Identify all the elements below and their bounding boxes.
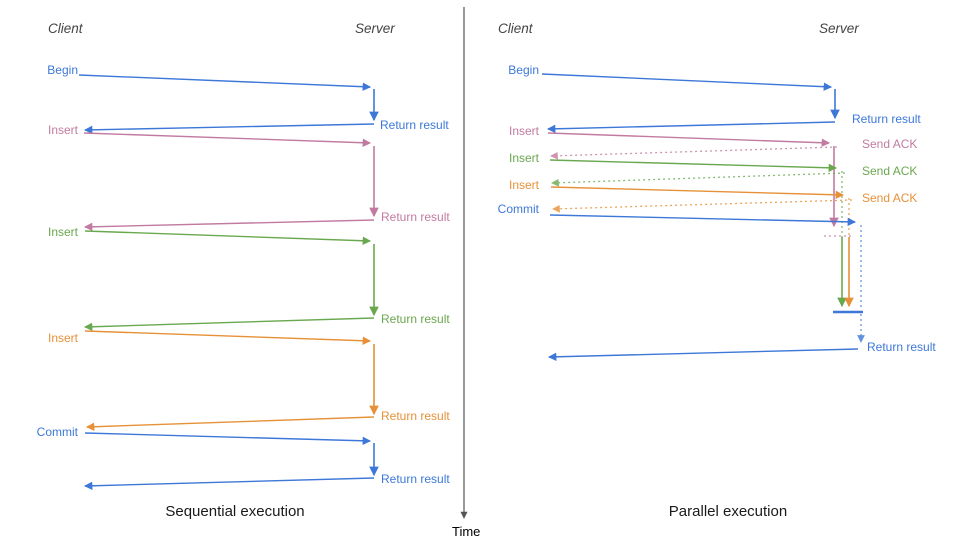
parallel-insert1-flow bbox=[547, 132, 853, 237]
sequential-insert1-label: Insert bbox=[47, 123, 78, 137]
sequential-insert2-flow bbox=[83, 230, 379, 331]
commit-return-arrow bbox=[83, 477, 375, 490]
parallel-insert3-label: Insert bbox=[508, 178, 539, 192]
insert2-request-arrow bbox=[84, 230, 372, 245]
sequential-client-heading: Client bbox=[48, 21, 83, 36]
commit-return-arrow bbox=[547, 348, 859, 362]
sequential-server-heading: Server bbox=[355, 21, 395, 36]
parallel-begin-return-label: Return result bbox=[852, 112, 921, 126]
parallel-insert2-ack-label: Send ACK bbox=[862, 164, 918, 178]
insert1-return-arrow bbox=[83, 219, 375, 232]
insert2-return-arrow bbox=[83, 317, 375, 331]
sequential-insert3-return-label: Return result bbox=[381, 409, 450, 423]
parallel-insert2-flow bbox=[549, 159, 847, 308]
parallel-commit-label: Commit bbox=[497, 202, 539, 216]
insert1-request-arrow bbox=[547, 132, 831, 147]
sequential-commit-flow bbox=[83, 432, 379, 490]
sequential-begin-flow bbox=[78, 74, 379, 135]
sequential-begin-label: Begin bbox=[47, 63, 78, 77]
insert3-return-arrow bbox=[85, 416, 375, 431]
begin-return-arrow bbox=[83, 123, 375, 135]
insert3-request-arrow bbox=[550, 186, 845, 199]
sequential-insert1-flow bbox=[83, 132, 379, 232]
sequential-commit-label: Commit bbox=[36, 425, 78, 439]
parallel-server-heading: Server bbox=[819, 21, 859, 36]
begin-request-arrow bbox=[78, 74, 372, 91]
parallel-begin-label: Begin bbox=[508, 63, 539, 77]
insert2-request-arrow bbox=[549, 159, 838, 172]
commit-request-arrow bbox=[549, 214, 857, 227]
parallel-client-heading: Client bbox=[498, 21, 533, 36]
insert2-ack-arrow bbox=[551, 172, 846, 187]
parallel-commit-return-label: Return result bbox=[867, 340, 936, 354]
parallel-insert3-ack-label: Send ACK bbox=[862, 191, 918, 205]
commit-request-arrow bbox=[84, 432, 372, 445]
insert3-request-arrow bbox=[84, 330, 372, 345]
parallel-title: Parallel execution bbox=[668, 503, 788, 520]
parallel-insert2-label: Insert bbox=[508, 151, 539, 165]
sequential-insert3-label: Insert bbox=[47, 331, 78, 345]
sequential-title: Sequential execution bbox=[165, 503, 305, 520]
sequential-insert2-label: Insert bbox=[47, 225, 78, 239]
begin-request-arrow bbox=[541, 73, 833, 91]
sequential-insert3-flow bbox=[84, 330, 379, 431]
parallel-insert3-flow bbox=[550, 186, 854, 308]
begin-return-arrow bbox=[546, 121, 836, 134]
insert3-ack-arrow bbox=[552, 199, 853, 213]
parallel-begin-flow bbox=[541, 73, 840, 134]
insert1-request-arrow bbox=[83, 132, 372, 147]
parallel-insert1-ack-label: Send ACK bbox=[862, 137, 918, 151]
parallel-insert1-label: Insert bbox=[508, 124, 539, 138]
sequential-insert1-return-label: Return result bbox=[381, 210, 450, 224]
insert1-ack-arrow bbox=[550, 146, 838, 160]
sequential-begin-return-label: Return result bbox=[380, 118, 449, 132]
sequential-insert2-return-label: Return result bbox=[381, 312, 450, 326]
sequential-commit-return-label: Return result bbox=[381, 472, 450, 486]
parallel-commit-flow bbox=[547, 214, 865, 362]
time-axis-label: Time bbox=[452, 524, 481, 539]
